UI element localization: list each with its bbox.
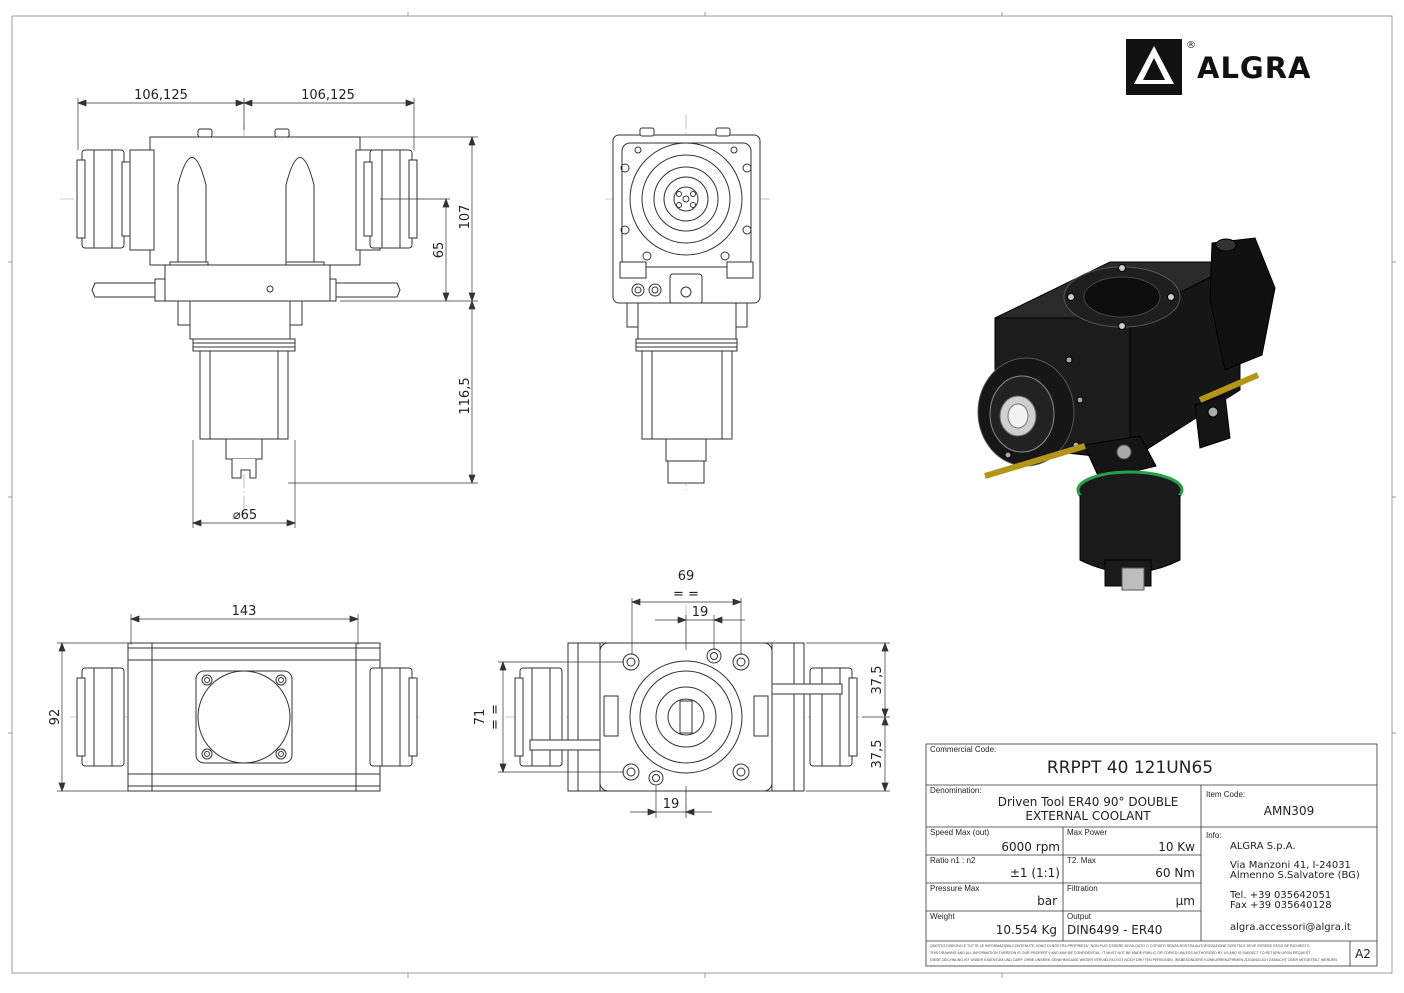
telephone: Tel. +39 035642051 (1229, 890, 1331, 901)
dim-bottom-equal-side: = = (488, 704, 503, 730)
dim-front-right-width: 106,125 (301, 88, 355, 103)
brand-name: ALGRA (1197, 51, 1312, 85)
disclaimer-italian: QUESTO DISEGNO E TUTTE LE INFORMAZIONI C… (930, 944, 1310, 948)
top-view (70, 642, 420, 792)
torque-label: T2. Max (1067, 856, 1096, 865)
dim-bottom-height-71: 71 (473, 709, 488, 726)
pressure-value: bar (1037, 894, 1057, 908)
address-line1: Via Manzoni 41, I-24031 (1230, 860, 1351, 871)
algra-logo: ® ALGRA (1126, 39, 1312, 95)
front-view-dimension-text: 106,125 106,125 107 65 116,5 ⌀65 (134, 88, 473, 523)
denomination-line2: EXTERNAL COOLANT (1025, 809, 1151, 823)
item-code-label: Item Code: (1206, 790, 1245, 799)
dim-bottom-height-37-bottom: 37,5 (870, 740, 885, 769)
filtration-label: Filtration (1067, 884, 1098, 893)
sheet-border (8, 12, 1396, 978)
disclaimer-english: THIS DRAWING AND ALL INFORMATION THEREON… (930, 951, 1311, 955)
dim-front-height-116: 116,5 (458, 377, 473, 414)
top-view-dimension-text: 143 92 (48, 604, 256, 725)
title-block: Commercial Code: RRPPT 40 121UN65 Denomi… (925, 743, 1378, 967)
weight-value: 10.554 Kg (996, 923, 1057, 937)
commercial-code-label: Commercial Code: (930, 745, 996, 754)
power-value: 10 Kw (1158, 840, 1195, 854)
address-line2: Almenno S.Salvatore (BG) (1230, 870, 1360, 881)
side-view (605, 115, 770, 490)
commercial-code-value: RRPPT 40 121UN65 (1047, 758, 1213, 778)
bottom-view-dimension-text: 69 = = 19 19 71 = = 37,5 37,5 (473, 569, 885, 812)
denomination-line1: Driven Tool ER40 90° DOUBLE (998, 795, 1179, 809)
email-link[interactable]: algra.accessori@algra.it (1230, 922, 1351, 933)
power-label: Max Power (1067, 828, 1107, 837)
dim-front-diameter: ⌀65 (233, 508, 257, 523)
dim-front-height-65: 65 (432, 242, 447, 259)
dim-top-height: 92 (48, 709, 63, 726)
isometric-render (977, 237, 1276, 591)
output-label: Output (1067, 912, 1092, 921)
top-view-dimensions (57, 614, 359, 792)
dim-bottom-width-19-bottom: 19 (663, 797, 680, 812)
dim-top-width: 143 (232, 604, 257, 619)
sheet-size: A2 (1355, 947, 1371, 961)
front-view (60, 100, 430, 520)
filtration-value: µm (1176, 894, 1195, 908)
weight-label: Weight (930, 912, 956, 921)
info-label: Info: (1206, 831, 1222, 840)
dim-bottom-width-19-top: 19 (692, 605, 709, 620)
ratio-value: ±1 (1:1) (1010, 866, 1060, 880)
item-code-value: AMN309 (1264, 804, 1314, 818)
ratio-label: Ratio n1 : n2 (930, 856, 976, 865)
speed-value: 6000 rpm (1001, 840, 1060, 854)
output-value: DIN6499 - ER40 (1067, 923, 1162, 937)
registered-mark: ® (1186, 40, 1196, 51)
bottom-view (505, 605, 860, 820)
speed-label: Speed Max (out) (930, 828, 989, 837)
dim-bottom-height-37-top: 37,5 (870, 666, 885, 695)
pressure-label: Pressure Max (930, 884, 979, 893)
torque-value: 60 Nm (1155, 866, 1195, 880)
bottom-view-dimensions (498, 598, 890, 818)
front-view-dimensions (77, 98, 478, 528)
fax: Fax +39 035640128 (1230, 900, 1332, 911)
company-name: ALGRA S.p.A. (1230, 841, 1296, 852)
dim-bottom-width-69: 69 (678, 569, 695, 584)
disclaimer-german: DIESE ZEICHNUNG IST UNSER EIGENTUM UND D… (930, 958, 1337, 962)
dim-bottom-equal-top: = = (673, 587, 699, 602)
denomination-label: Denomination: (930, 786, 982, 795)
dim-front-left-width: 106,125 (134, 88, 188, 103)
dim-front-height-107: 107 (458, 205, 473, 230)
